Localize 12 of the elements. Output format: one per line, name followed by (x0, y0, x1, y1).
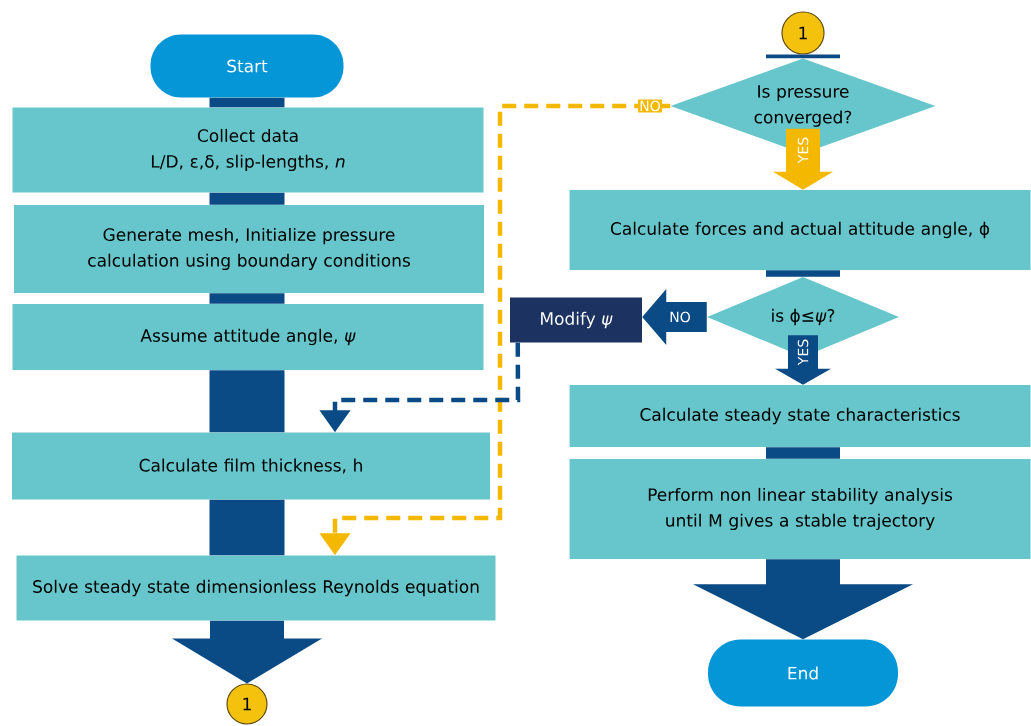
process-box: Calculate film thickness, h (12, 432, 490, 500)
edge-label: NO (638, 99, 662, 113)
process-box: Collect data L/D, ε,δ, slip-lengths, n (12, 107, 484, 193)
process-box: Generate mesh, Initialize pressure calculation using boundary conditions (14, 205, 484, 293)
flow-arrow (693, 559, 913, 640)
process-box: Calculate forces and actual attitude angle, ϕ (569, 190, 1031, 270)
flow-arrow (172, 620, 322, 684)
process-box: Perform non linear stability analysis until M gives a stable trajectory (569, 459, 1031, 559)
process-box: Modify ψ (510, 297, 642, 343)
process-box: Calculate steady state characteristics (569, 385, 1031, 447)
process-box: Solve steady state dimensionless Reynolds equation (16, 555, 496, 621)
process-box: Assume attitude angle, ψ (12, 304, 484, 370)
